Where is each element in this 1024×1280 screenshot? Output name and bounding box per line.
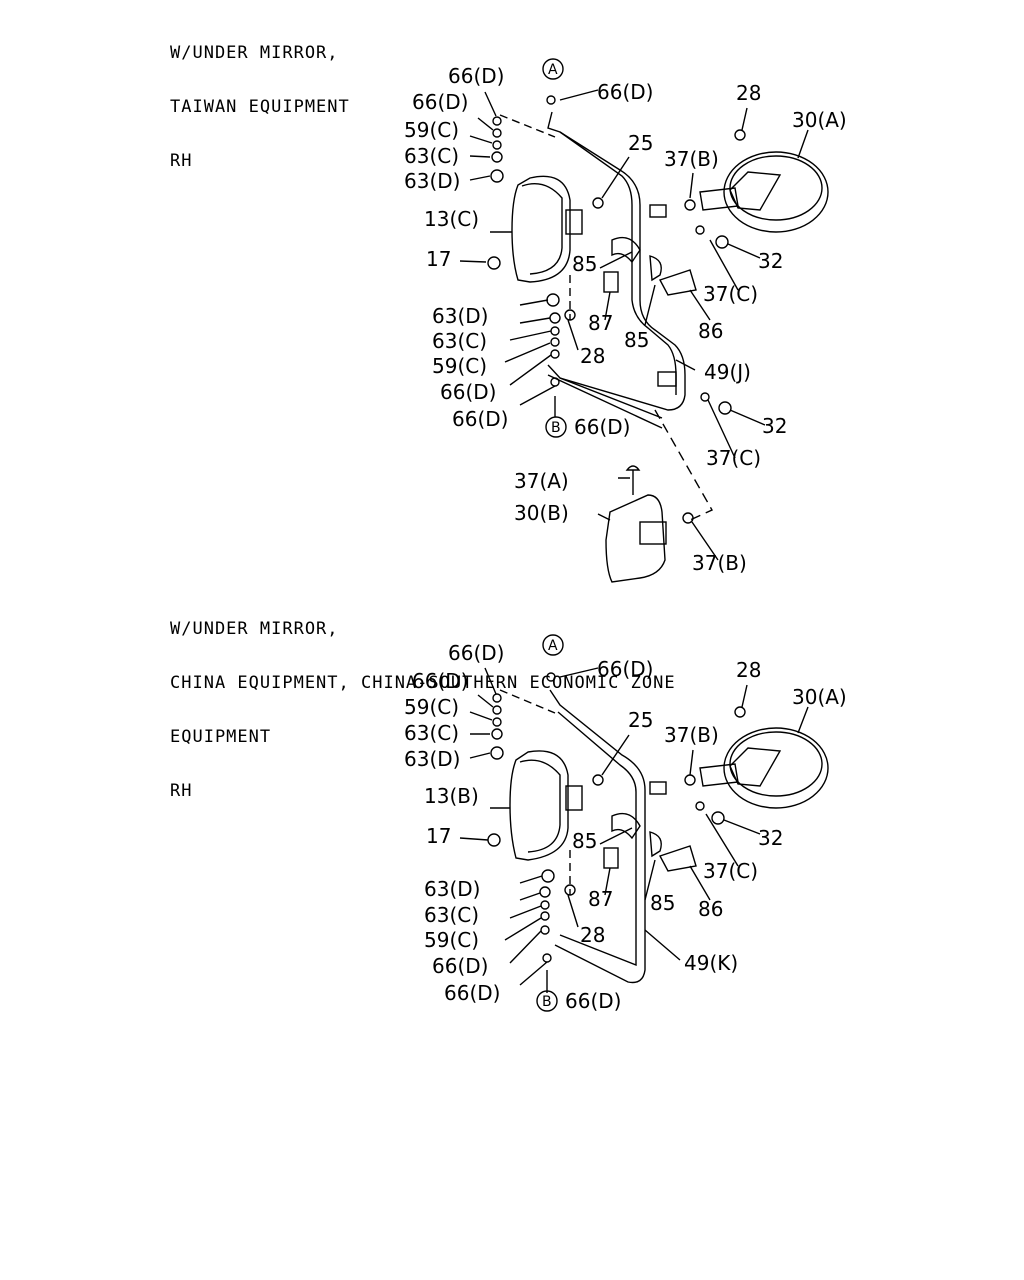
callout-label: 30(A): [792, 108, 847, 132]
callout-label: 37(C): [703, 859, 758, 883]
callout-label: 28: [736, 81, 761, 105]
bolt-37a: [625, 465, 641, 495]
bracket-86: [658, 845, 697, 872]
callout-label: 28: [580, 344, 605, 368]
callout-label: 66(D): [412, 669, 468, 693]
diagram2-heading-line: W/UNDER MIRROR,: [170, 619, 339, 639]
callout-label: 66(D): [448, 64, 504, 88]
callout-label: 85: [572, 252, 597, 276]
diagram1-heading-line: RH: [170, 151, 193, 171]
under-mirror-30b: [605, 494, 666, 583]
callout-label: 66(D): [448, 641, 504, 665]
callout-label: 86: [698, 319, 723, 343]
callout-label: 30(B): [514, 501, 569, 525]
callout-label: 59(C): [404, 118, 459, 142]
callout-label: 66(D): [597, 80, 653, 104]
marker-letter: B: [542, 994, 552, 1010]
diagram2-heading-line: EQUIPMENT: [170, 727, 272, 747]
circle-marker-b: [536, 990, 558, 1012]
callout-label: 49(K): [684, 951, 738, 975]
callout-label: 85: [650, 891, 675, 915]
callout-label: 13(C): [424, 207, 479, 231]
clip-87: [603, 271, 619, 293]
callout-label: 66(D): [565, 989, 621, 1013]
callout-label: 85: [624, 328, 649, 352]
callout-label: 66(D): [432, 954, 488, 978]
callout-label: 66(D): [412, 90, 468, 114]
callout-label: 28: [736, 658, 761, 682]
round-mirror-30a: [723, 151, 829, 233]
marker-letter: A: [548, 638, 558, 654]
marker-letter: B: [551, 420, 561, 436]
callout-label: 37(A): [514, 469, 569, 493]
callout-label: 66(D): [597, 657, 653, 681]
callout-label: 66(D): [452, 407, 508, 431]
marker-letter: A: [548, 62, 558, 78]
callout-label: 37(B): [692, 551, 747, 575]
callout-label: 63(C): [432, 329, 487, 353]
circle-marker-b: [545, 416, 567, 438]
diagram2-heading-line: CHINA EQUIPMENT, CHINA-SOUTHERN ECONOMIC…: [170, 673, 676, 693]
callout-label: 37(C): [706, 446, 761, 470]
callout-label: 63(D): [432, 304, 488, 328]
round-mirror-30a: [723, 727, 829, 809]
callout-label: 37(C): [703, 282, 758, 306]
diagram1-circle-letters: A B: [548, 62, 561, 436]
callout-label: 63(D): [404, 747, 460, 771]
callout-label: 86: [698, 897, 723, 921]
callout-label: 17: [426, 824, 451, 848]
callout-label: 66(D): [440, 380, 496, 404]
callout-label: 59(C): [424, 928, 479, 952]
callout-label: 63(D): [404, 169, 460, 193]
callout-label: 66(D): [574, 415, 630, 439]
diagram2-circle-letters: A B: [542, 638, 558, 1010]
callout-label: 25: [628, 131, 653, 155]
diagram1-heading: W/UNDER MIRROR, TAIWAN EQUIPMENT RH: [170, 8, 350, 206]
diagram1-heading-line: W/UNDER MIRROR,: [170, 43, 339, 63]
diagram1-heading-line: TAIWAN EQUIPMENT: [170, 97, 350, 117]
bracket-86: [658, 269, 697, 296]
callout-label: 13(B): [424, 784, 479, 808]
diagram1-callouts: 66(D) 66(D) 59(C) 63(C) 63(D) 13(C) 17 6…: [404, 64, 847, 575]
callout-label: 63(C): [404, 721, 459, 745]
diagram2-drawing: [459, 634, 829, 1012]
callout-label: 63(C): [424, 903, 479, 927]
callout-label: 37(B): [664, 147, 719, 171]
diagram2-heading: W/UNDER MIRROR, CHINA EQUIPMENT, CHINA-S…: [170, 584, 676, 836]
callout-label: 59(C): [432, 354, 487, 378]
side-mirror-13: [511, 175, 571, 283]
callout-label: 49(J): [704, 360, 751, 384]
circle-marker-a: [542, 58, 564, 80]
callout-label: 17: [426, 247, 451, 271]
callout-label: 32: [762, 414, 787, 438]
callout-label: 85: [572, 829, 597, 853]
callout-label: 28: [580, 923, 605, 947]
circle-marker-a: [542, 634, 564, 656]
callout-label: 30(A): [792, 685, 847, 709]
mirror-stay: [549, 689, 646, 984]
diagram2-heading-line: RH: [170, 781, 193, 801]
callout-label: 59(C): [404, 695, 459, 719]
clip-87: [603, 847, 619, 869]
callout-label: 87: [588, 887, 613, 911]
callout-label: 63(C): [404, 144, 459, 168]
callout-label: 66(D): [444, 981, 500, 1005]
mirror-stay-upper: [547, 111, 686, 411]
callout-label: 32: [758, 826, 783, 850]
callout-label: 25: [628, 708, 653, 732]
diagram2-callouts: 66(D) 66(D) 59(C) 63(C) 63(D) 13(B) 17 6…: [404, 641, 847, 1013]
callout-label: 87: [588, 311, 613, 335]
side-mirror-13: [509, 750, 569, 861]
callout-label: 63(D): [424, 877, 480, 901]
callout-label: 32: [758, 249, 783, 273]
diagram1-drawing: [459, 58, 829, 583]
callout-label: 37(B): [664, 723, 719, 747]
